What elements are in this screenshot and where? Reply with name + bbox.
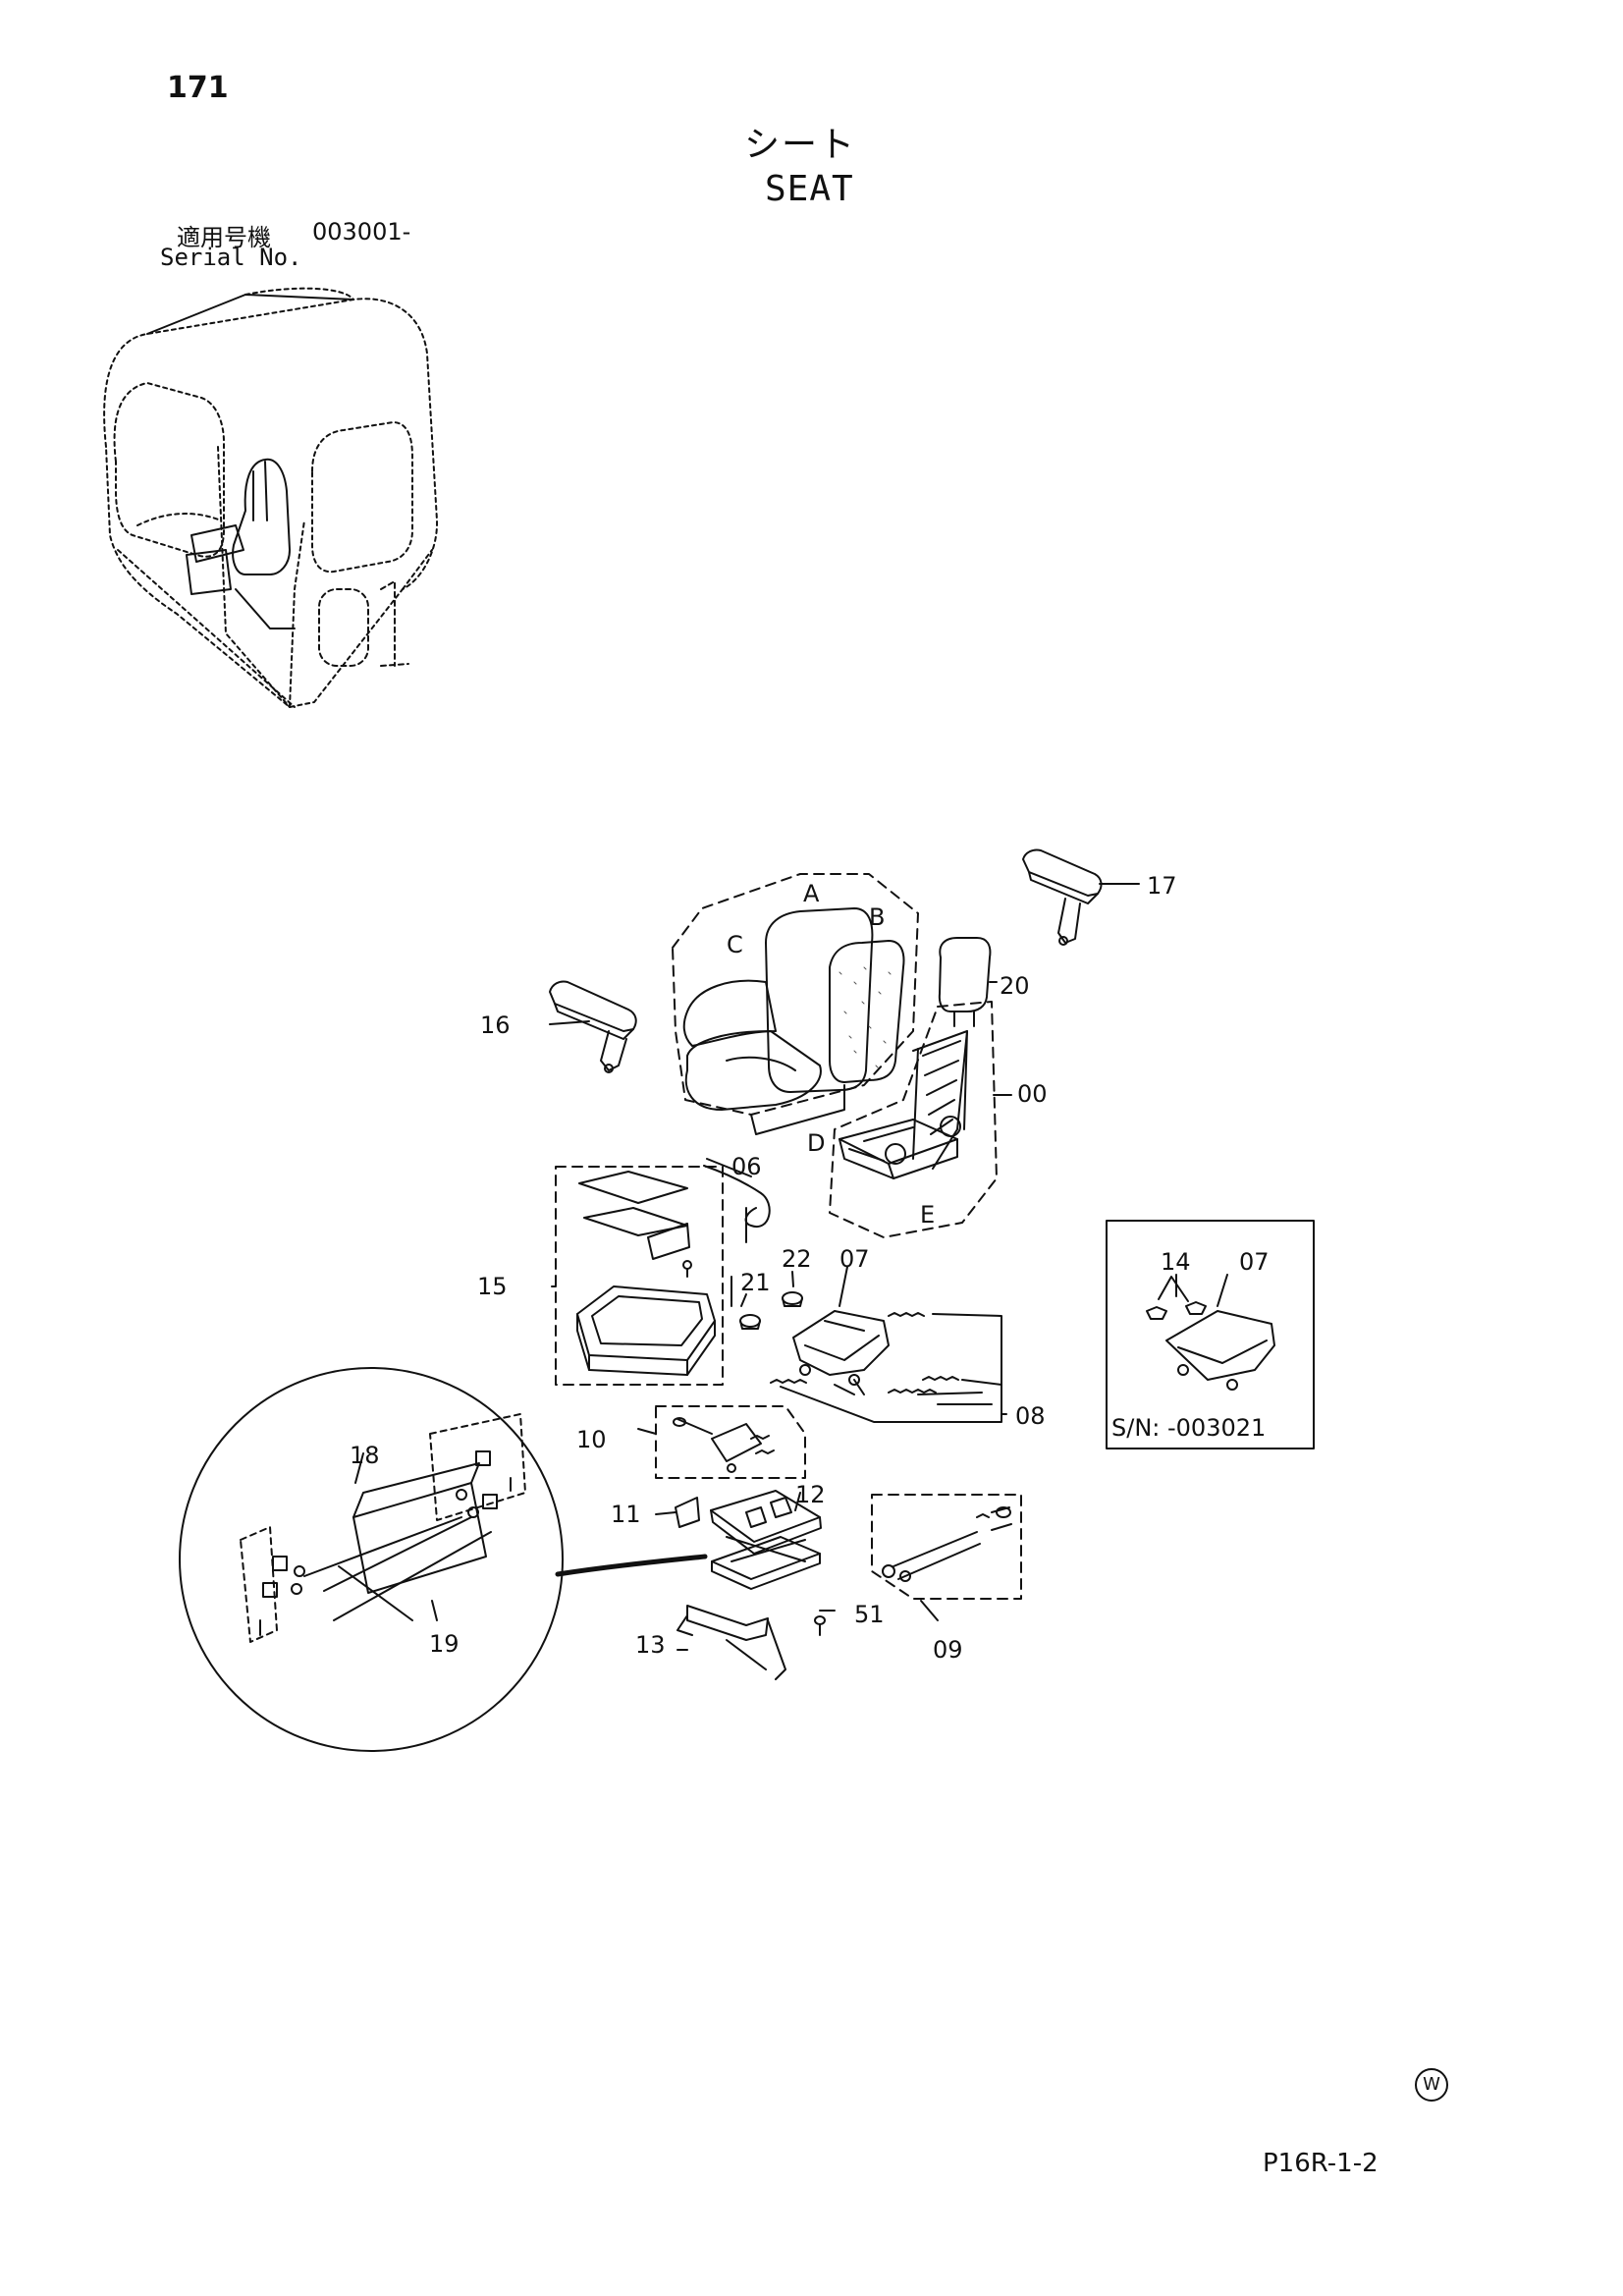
- seat-frame-group: [829, 1001, 998, 1238]
- lever-group-10: [655, 1405, 806, 1479]
- callout-A: A: [803, 880, 820, 907]
- callout-13: 13: [635, 1631, 666, 1659]
- page-title-japanese: シート: [744, 125, 857, 165]
- callout-18: 18: [350, 1442, 380, 1469]
- w-mark-icon: W: [1415, 2068, 1448, 2102]
- callout-leaders: [354, 883, 1228, 1651]
- callout-19: 19: [429, 1630, 460, 1658]
- armrest-right: [1022, 848, 1103, 946]
- detail-circle-scissor-link: [179, 1367, 564, 1752]
- callout-B: B: [869, 903, 885, 931]
- callout-10: 10: [576, 1426, 607, 1453]
- inset-callout-07: 07: [1239, 1248, 1270, 1276]
- inset-box-serial-range: [1106, 1220, 1315, 1449]
- callout-07: 07: [839, 1245, 870, 1273]
- callout-labels: 00 06 07 08 09 10 11 12 13 15 16 17 18 1…: [350, 872, 1270, 1664]
- callout-08: 08: [1015, 1402, 1046, 1430]
- callout-12: 12: [795, 1481, 826, 1508]
- callout-22: 22: [782, 1245, 812, 1273]
- inset-callout-14: 14: [1161, 1248, 1191, 1276]
- callout-15: 15: [477, 1273, 508, 1300]
- callout-D: D: [807, 1129, 825, 1157]
- drawing-code: P16R-1-2: [1263, 2149, 1379, 2178]
- slide-rail-group: [555, 1166, 724, 1386]
- callout-E: E: [920, 1201, 935, 1229]
- serial-label-japanese: 適用号機: [177, 224, 271, 251]
- armrest-left: [549, 980, 637, 1073]
- page-title: SEAT: [765, 169, 854, 209]
- serial-label: Serial No.: [160, 244, 302, 271]
- callout-17: 17: [1147, 872, 1177, 900]
- callout-20: 20: [1000, 972, 1030, 1000]
- callout-11: 11: [611, 1501, 641, 1528]
- callout-06: 06: [731, 1153, 762, 1180]
- shock-absorber-group: [871, 1494, 1022, 1600]
- callout-16: 16: [480, 1011, 511, 1039]
- callout-00: 00: [1017, 1080, 1048, 1108]
- serial-number-value: 003001-: [312, 218, 411, 246]
- lift-mechanism: [555, 1490, 826, 1680]
- cab-overview-illustration: [103, 287, 439, 708]
- suspension-base: [739, 1291, 1002, 1423]
- callout-09: 09: [933, 1636, 963, 1664]
- callout-21: 21: [740, 1269, 771, 1296]
- headrest: [938, 937, 992, 1027]
- callout-C: C: [727, 931, 743, 958]
- inset-serial-range: S/N: -003021: [1111, 1414, 1266, 1442]
- callout-51: 51: [854, 1601, 885, 1628]
- seat-cushion-group: [672, 873, 919, 1135]
- page-number: 171: [167, 71, 229, 105]
